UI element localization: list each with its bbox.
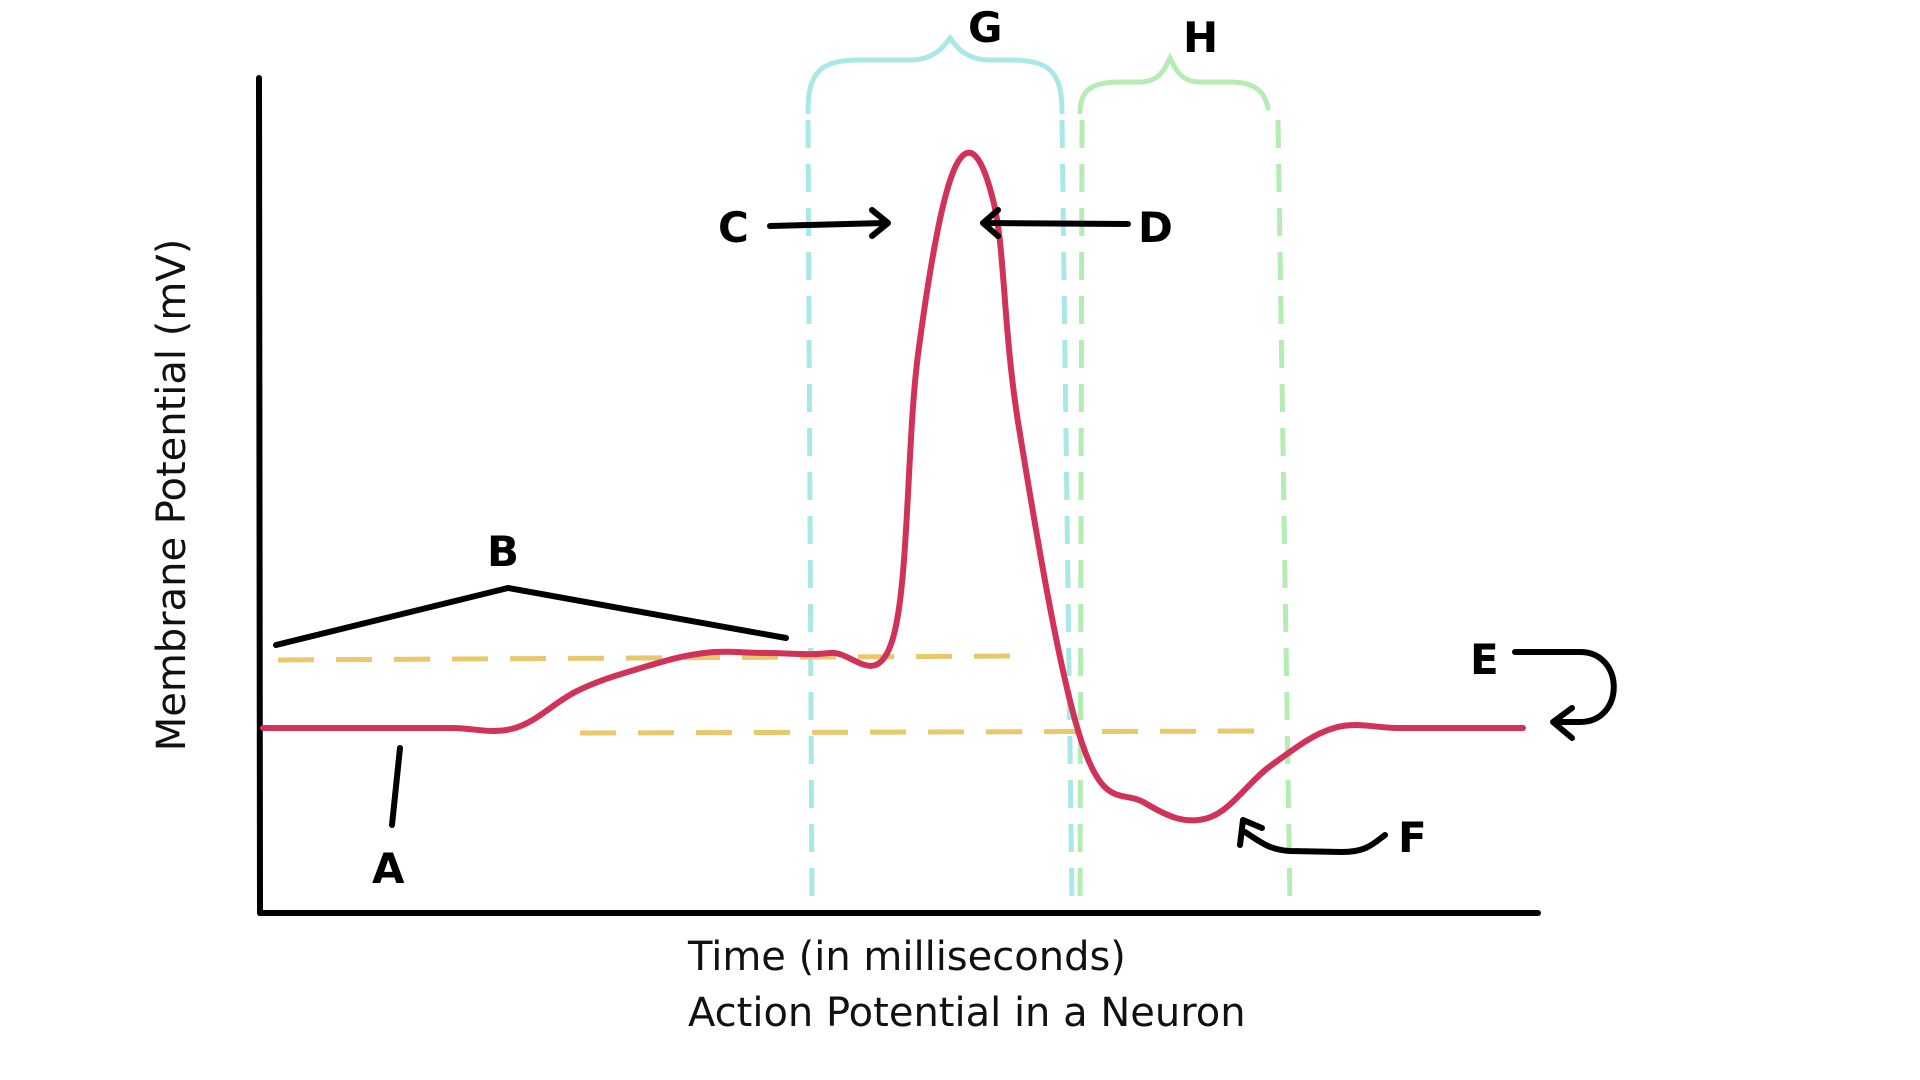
label-f: F	[1398, 813, 1427, 862]
region-g-right-boundary	[1059, 119, 1075, 906]
label-d: D	[1138, 203, 1173, 252]
label-a: A	[372, 844, 405, 893]
x-axis-title: Time (in milliseconds)	[687, 934, 1126, 980]
chart-title: Action Potential in a Neuron	[688, 990, 1246, 1036]
pointer-a	[389, 745, 403, 828]
region-g-left-boundary	[805, 119, 815, 906]
region-h-right-boundary	[1275, 119, 1293, 906]
bracket-h	[1077, 52, 1271, 115]
region-h: H	[1077, 13, 1293, 906]
arrow-d-head	[980, 207, 1001, 239]
label-e: E	[1470, 635, 1499, 684]
y-axis-title: Membrane Potential (mV)	[149, 239, 195, 752]
arrow-e-head	[1550, 705, 1575, 741]
y-axis	[256, 75, 263, 916]
arrow-c-head	[869, 207, 891, 239]
region-g: G	[805, 3, 1075, 906]
membrane-potential-trace	[260, 149, 1526, 824]
label-h: H	[1183, 13, 1218, 62]
threshold-line	[277, 653, 1016, 663]
arrow-f-head	[1237, 817, 1265, 848]
label-c: C	[718, 203, 749, 252]
region-h-left-boundary	[1077, 119, 1085, 906]
arrow-e-curve	[1512, 649, 1617, 725]
arrow-c-shaft	[767, 220, 888, 229]
arrow-d-shaft	[982, 220, 1131, 227]
arrow-f-curve	[1242, 829, 1388, 856]
resting-line	[579, 728, 1266, 736]
label-b: B	[487, 527, 519, 576]
label-g: G	[968, 3, 1002, 52]
bracket-g	[805, 33, 1065, 115]
bracket-b	[273, 585, 789, 648]
